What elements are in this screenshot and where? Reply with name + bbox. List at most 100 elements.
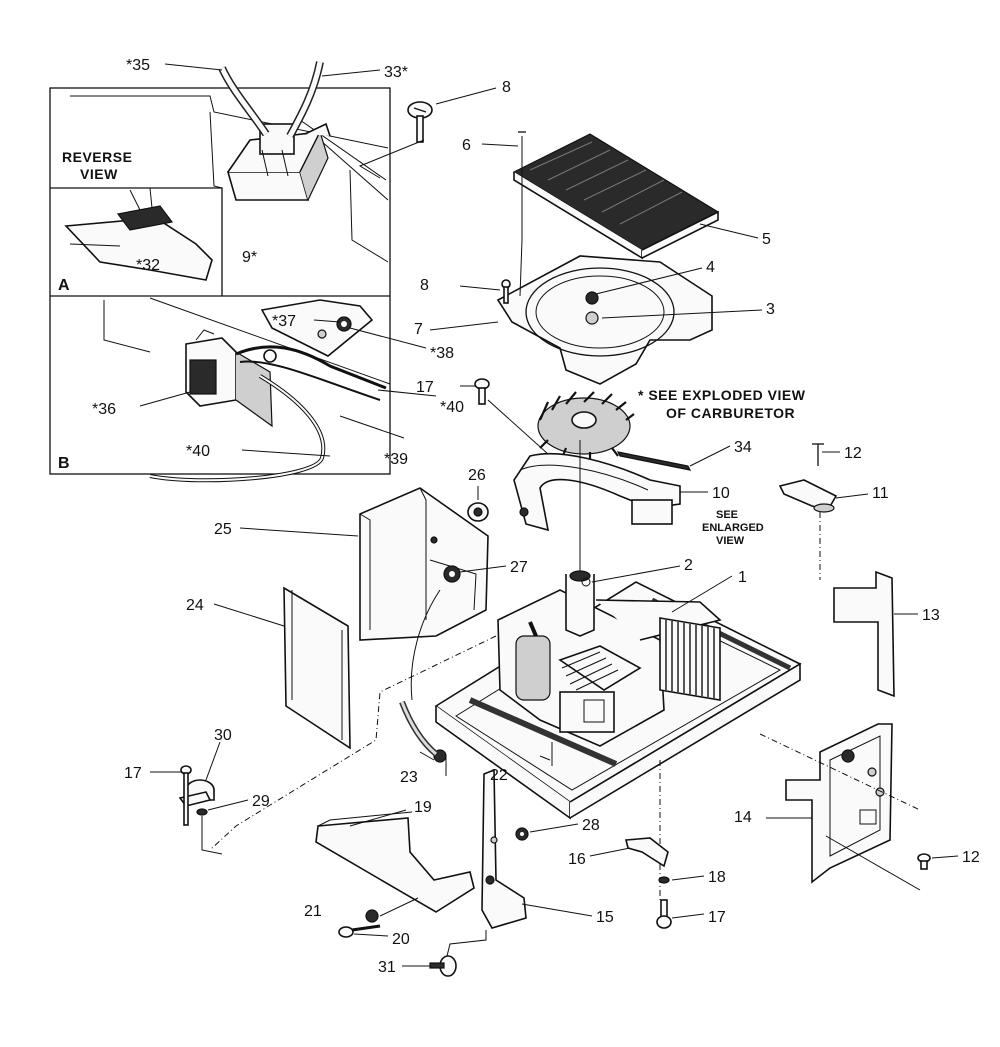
- panel-13: [833, 570, 895, 698]
- washer-21: [365, 909, 379, 923]
- callout-37: *37: [272, 313, 296, 330]
- engine-1: [497, 570, 722, 747]
- callout-18: 18: [708, 869, 726, 886]
- air-filter-5: [512, 133, 720, 260]
- callout-20: 20: [392, 931, 410, 948]
- callout-6: 6: [462, 137, 471, 154]
- callout-26: 26: [468, 467, 486, 484]
- wire-40: [235, 345, 387, 390]
- callout-13: 13: [922, 607, 940, 624]
- nut-28: [515, 827, 529, 841]
- carburetor-note-2: OF CARBURETOR: [666, 405, 795, 421]
- cable-block-9: [226, 122, 331, 201]
- callout-38: *38: [430, 345, 454, 362]
- panel-14: [785, 723, 893, 884]
- wire-23: [399, 700, 438, 757]
- knob-31: [429, 955, 457, 977]
- enlarged-note-3: VIEW: [716, 535, 745, 547]
- grommet-26: [467, 502, 489, 522]
- screw-8-top: [407, 101, 433, 143]
- callout-17-bottom: 17: [708, 909, 726, 926]
- grommet-27: [443, 565, 461, 583]
- callout-labels: *35 33* 8 6 5 4 3 8 7 9* *32 *37 *38 17 …: [92, 57, 980, 976]
- callout-19: 19: [414, 799, 432, 816]
- callout-25: 25: [214, 521, 232, 538]
- callout-40-right: *40: [440, 399, 464, 416]
- starter-motor: [515, 635, 551, 701]
- callout-9: 9*: [242, 249, 257, 266]
- switch-36: [185, 329, 273, 428]
- callout-31: 31: [378, 959, 396, 976]
- callout-32: *32: [136, 257, 160, 274]
- panel-24: [283, 586, 351, 750]
- screw-6-line: [519, 136, 523, 297]
- reverse-view-heading: REVERSE: [62, 149, 132, 165]
- callout-7: 7: [414, 321, 423, 338]
- bracket-19: [315, 811, 475, 913]
- enlarged-note-1: SEE: [716, 509, 738, 521]
- callout-2: 2: [684, 557, 693, 574]
- flywheel-fan: [537, 391, 635, 462]
- callout-21: 21: [304, 903, 322, 920]
- callout-11: 11: [872, 485, 889, 502]
- bracket-15: [481, 768, 527, 929]
- handle-11: [778, 479, 838, 513]
- callout-36: *36: [92, 401, 116, 418]
- callout-14: 14: [734, 809, 752, 826]
- callout-16: 16: [568, 851, 586, 868]
- callout-40-lower: *40: [186, 443, 210, 460]
- callout-22: 22: [490, 767, 508, 784]
- bolt-17-bottom: [656, 899, 672, 929]
- callout-28: 28: [582, 817, 600, 834]
- inset-panels: A B REVERSE VIEW: [49, 61, 391, 483]
- ring-2: [581, 577, 591, 587]
- bolt-12-bottom: [917, 853, 931, 870]
- screw-17-top: [474, 378, 490, 405]
- callout-1: 1: [738, 569, 747, 586]
- callout-35: *35: [126, 57, 150, 74]
- callout-3: 3: [766, 301, 775, 318]
- enlarged-note-2: ENLARGED: [702, 522, 764, 534]
- switch-bracket-37: [260, 299, 374, 357]
- inset-a-housing-edge: [70, 95, 389, 149]
- bolt-20: [338, 924, 381, 938]
- callout-17-top: 17: [416, 379, 434, 396]
- inset-b-letter: B: [58, 455, 70, 472]
- callout-33: 33*: [384, 64, 408, 81]
- callout-8-top: 8: [502, 79, 511, 96]
- callout-12-top: 12: [844, 445, 862, 462]
- callout-29: 29: [252, 793, 270, 810]
- callout-5: 5: [762, 231, 771, 248]
- blower-housing-7: [496, 255, 713, 385]
- callout-4: 4: [706, 259, 715, 276]
- callout-8-mid: 8: [420, 277, 429, 294]
- panel-25: [359, 487, 489, 641]
- reverse-view-heading-2: VIEW: [80, 166, 118, 182]
- callout-15: 15: [596, 909, 614, 926]
- reverse-view-bracket: [64, 187, 213, 281]
- callout-10: 10: [712, 485, 730, 502]
- inset-frame: [49, 87, 391, 475]
- cooling-fins: [659, 617, 721, 701]
- strap-34: [616, 451, 692, 471]
- screw-8-mid: [501, 279, 511, 304]
- bolt-17-left: [180, 765, 192, 826]
- washer-3: [585, 311, 599, 325]
- callout-27: 27: [510, 559, 528, 576]
- callout-39: *39: [384, 451, 408, 468]
- leader-lines: [139, 63, 959, 967]
- shroud-10: [513, 452, 681, 532]
- inset-a-letter: A: [58, 277, 70, 294]
- callout-23: 23: [400, 769, 418, 786]
- washer-18: [658, 876, 670, 884]
- nut-4: [585, 291, 599, 305]
- bolt-12-top: [812, 443, 824, 466]
- callout-24: 24: [186, 597, 204, 614]
- carburetor-note-1: * SEE EXPLODED VIEW: [638, 387, 806, 403]
- callout-12-bottom: 12: [962, 849, 980, 866]
- clamp-16: [624, 837, 669, 868]
- callout-17-left: 17: [124, 765, 142, 782]
- callout-30: 30: [214, 727, 232, 744]
